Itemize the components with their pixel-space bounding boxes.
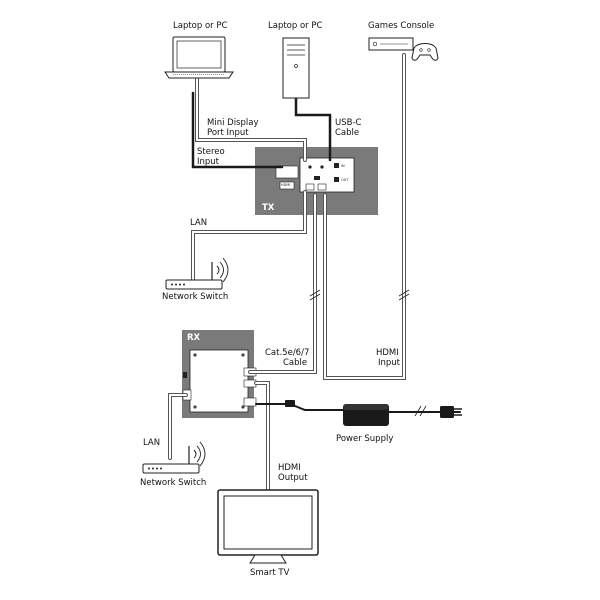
power-supply-icon bbox=[285, 400, 462, 426]
lan-bottom-label: LAN bbox=[143, 438, 161, 448]
stereo-cable bbox=[191, 91, 284, 169]
hdmi-output-cable bbox=[254, 381, 270, 492]
desktop-tower-icon bbox=[282, 37, 310, 99]
smart-tv-label: Smart TV bbox=[250, 568, 290, 578]
tx-panel-details bbox=[275, 157, 355, 193]
power-cable bbox=[255, 403, 346, 411]
network-switch-bottom-icon bbox=[142, 441, 206, 474]
usbc-label-line1: USB-C bbox=[335, 118, 362, 128]
network-switch-top-icon bbox=[165, 257, 229, 290]
power-supply-label: Power Supply bbox=[336, 434, 394, 444]
stereo-label-line2: Input bbox=[197, 157, 220, 167]
mini-display-label-line1: Mini Display bbox=[207, 118, 259, 128]
tx-port-b-label: OUT bbox=[341, 178, 349, 182]
usbc-label-line2: Cable bbox=[335, 128, 360, 138]
hdmi-input-cable bbox=[323, 53, 406, 380]
hdmi-output-label-line1: HDMI bbox=[278, 463, 301, 473]
mini-display-label-line2: Port Input bbox=[207, 128, 249, 138]
tx-label: TX bbox=[262, 203, 275, 213]
laptop-tower-label: Laptop or PC bbox=[268, 21, 323, 31]
cat-cable-label-line1: Cat.5e/6/7 bbox=[265, 348, 310, 358]
games-console-icon bbox=[368, 37, 439, 61]
cat-cable-label-line2: Cable bbox=[283, 358, 308, 368]
laptop-left-label: Laptop or PC bbox=[173, 21, 228, 31]
rx-panel-details bbox=[182, 349, 257, 413]
smart-tv-icon bbox=[217, 489, 319, 564]
network-switch-top-label: Network Switch bbox=[162, 292, 229, 302]
usbc-cable bbox=[294, 96, 332, 162]
games-console-label: Games Console bbox=[368, 21, 435, 31]
tx-port-hdmi-label: HDMI bbox=[281, 183, 291, 187]
hdmi-input-label-line1: HDMI bbox=[376, 348, 399, 358]
tx-port-a-label: IN bbox=[341, 164, 345, 168]
rx-label: RX bbox=[187, 333, 201, 343]
laptop-icon bbox=[164, 36, 234, 79]
hdmi-input-label-line2: Input bbox=[378, 358, 401, 368]
network-switch-bottom-label: Network Switch bbox=[140, 478, 207, 488]
stereo-label-line1: Stereo bbox=[197, 147, 225, 157]
hdmi-output-label-line2: Output bbox=[278, 473, 308, 483]
lan-top-label: LAN bbox=[190, 218, 208, 228]
cable-break-marks bbox=[309, 289, 427, 417]
